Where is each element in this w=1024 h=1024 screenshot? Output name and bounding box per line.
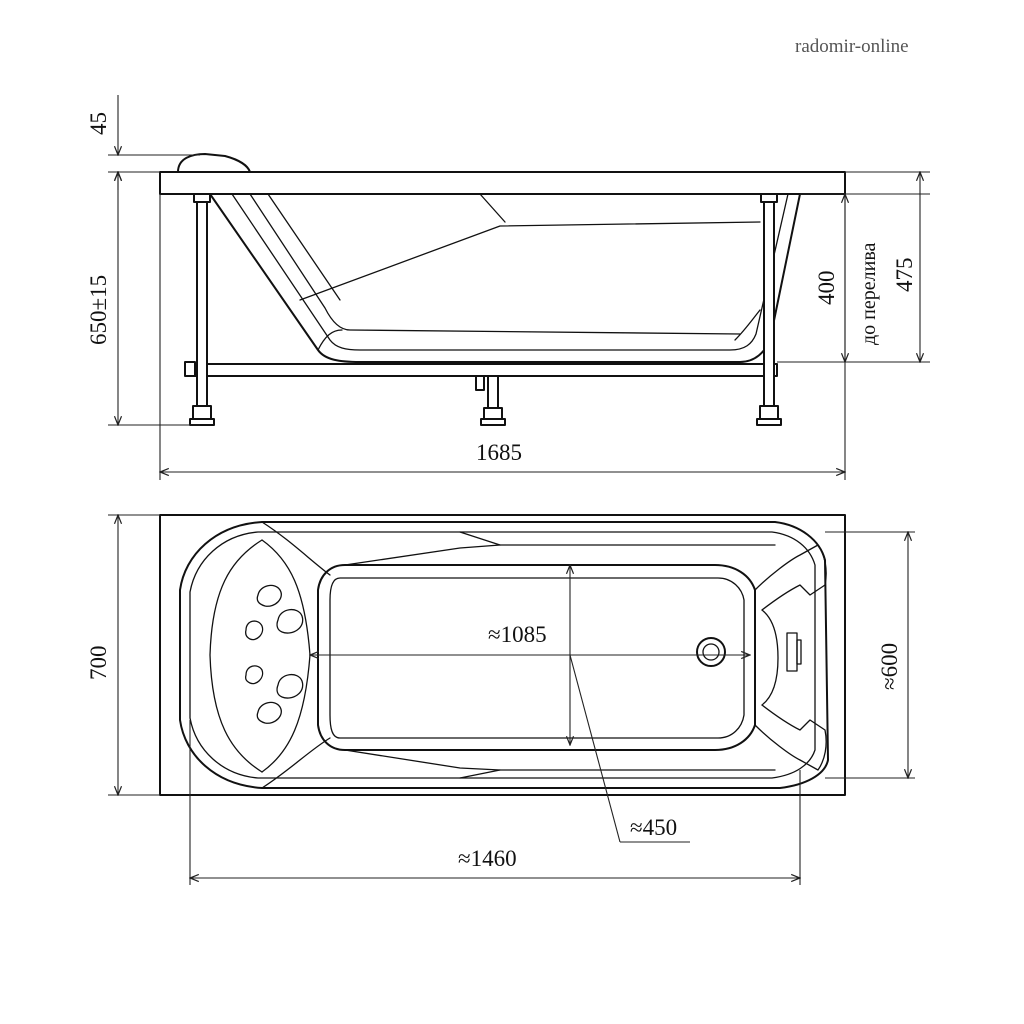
rim xyxy=(159,171,846,195)
dim-total-length: 1685 xyxy=(476,440,522,465)
jet xyxy=(256,584,282,607)
shell-outer xyxy=(209,193,801,363)
outline xyxy=(159,514,846,796)
dim-height: 650±15 xyxy=(86,275,111,345)
dim-tub-depth: 475 xyxy=(892,258,917,293)
jet xyxy=(244,665,264,685)
dim-inner-length: ≈1460 xyxy=(458,846,517,871)
dim-inner-width: ≈600 xyxy=(877,643,902,690)
basin xyxy=(317,564,756,751)
watermark: radomir-online xyxy=(795,36,909,57)
jet xyxy=(244,620,264,641)
jet xyxy=(256,701,282,724)
side-view xyxy=(159,153,846,426)
side-dimensions: 45 650±15 400 до перелива 475 1685 xyxy=(86,95,930,480)
dim-rim-thickness: 45 xyxy=(86,112,111,135)
dim-bottom-length: ≈1085 xyxy=(488,622,547,647)
drain xyxy=(696,637,726,667)
leg-left xyxy=(196,197,208,409)
dim-width: 700 xyxy=(86,646,111,681)
dim-bottom-width: ≈450 xyxy=(630,815,677,840)
jet xyxy=(276,674,304,699)
headrest xyxy=(177,153,251,173)
top-view xyxy=(159,514,846,796)
frame-bar xyxy=(191,363,778,377)
dim-overflow-depth: 400 xyxy=(814,271,839,306)
top-dimensions: 700 ≈600 ≈1085 ≈450 ≈1460 xyxy=(86,515,915,885)
dim-overflow-note: до перелива xyxy=(858,243,880,345)
jet xyxy=(276,609,304,634)
leg-right xyxy=(763,197,775,409)
